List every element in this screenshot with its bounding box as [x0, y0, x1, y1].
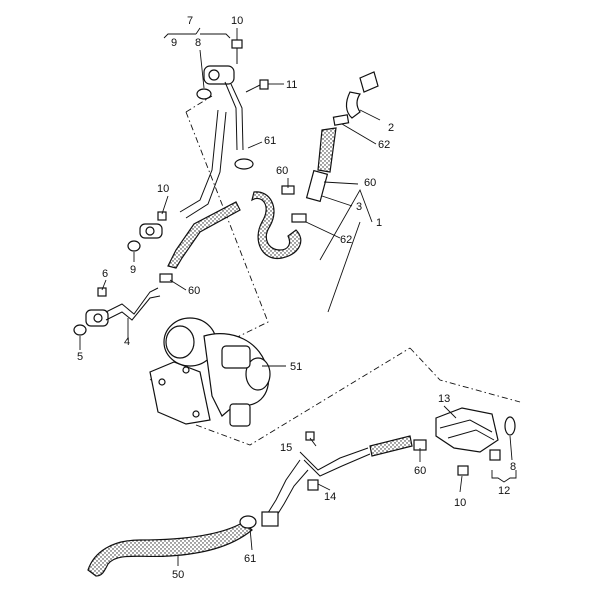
- hose-loop: [251, 191, 302, 260]
- callout-62-upper: 62: [378, 139, 390, 151]
- coolant-hose-assembly: [251, 71, 379, 260]
- oil-return-pipe: [73, 287, 161, 336]
- callout-51: 51: [290, 361, 302, 373]
- banjo-bore: [208, 69, 220, 81]
- callout-60-left: 60: [188, 285, 200, 297]
- banjo-12: [489, 449, 501, 461]
- clamp-62-upper: [332, 114, 350, 126]
- callout-62-lower: 62: [340, 234, 352, 246]
- pipe-segment: [230, 83, 244, 151]
- hose-connector-2: [359, 71, 379, 93]
- clamp-60-left: [159, 273, 173, 283]
- bolt-head: [231, 39, 243, 49]
- bolt-head: [259, 79, 269, 90]
- callout-60-mid: 60: [276, 165, 288, 177]
- leader-lines: [79, 27, 517, 566]
- bolt-10-left: [157, 211, 167, 221]
- hose-section: [317, 127, 337, 173]
- bolt-10-top: [231, 39, 243, 64]
- hose-section: [167, 201, 241, 269]
- callout-61-bottom: 61: [244, 553, 256, 565]
- bracket-14: [307, 479, 319, 491]
- callout-12: 12: [498, 485, 510, 497]
- bolt-11: [245, 79, 269, 93]
- clamp-61-bottom: [239, 515, 257, 529]
- dashed-boundaries: [149, 95, 521, 446]
- callout-61-top: 61: [264, 135, 276, 147]
- callout-15: 15: [280, 442, 292, 454]
- callout-60-bottom: 60: [414, 465, 426, 477]
- callout-2: 2: [388, 122, 394, 134]
- elbow-2: [345, 91, 361, 119]
- turbo-flange: [149, 361, 211, 425]
- callout-50: 50: [172, 569, 184, 581]
- callout-8-top: 8: [195, 37, 201, 49]
- coolant-pipe-13: [413, 407, 516, 476]
- callout-11: 11: [286, 79, 297, 91]
- threaded-nipple: [229, 403, 251, 427]
- seal-ring-5: [73, 324, 87, 336]
- callout-4: 4: [124, 336, 130, 348]
- hose-section: [369, 435, 413, 457]
- callout-13: 13: [438, 393, 450, 405]
- callout-labels: 7 9 8 10 11 61 2 62 60 60 3 1 62 10 9 6 …: [77, 15, 516, 581]
- callout-10-top: 10: [231, 15, 243, 27]
- hose-adapter: [261, 511, 279, 527]
- bolt-6: [97, 287, 107, 297]
- callout-6: 6: [102, 268, 108, 280]
- pipe-segment: [224, 81, 238, 151]
- coolant-hose-50: [87, 515, 257, 577]
- coolant-pipe-14: [261, 431, 413, 527]
- clamp-61-top: [234, 158, 254, 170]
- callout-9-left: 9: [130, 264, 136, 276]
- t-connector-3: [305, 169, 329, 203]
- callout-5: 5: [77, 351, 83, 363]
- callout-60-right: 60: [364, 177, 376, 189]
- callout-9-top: 9: [171, 37, 177, 49]
- bolt-10-bottom: [457, 465, 469, 476]
- callout-3: 3: [356, 201, 362, 213]
- hose-50-body: [87, 521, 253, 577]
- callout-10-left: 10: [157, 183, 169, 195]
- seal-ring-8: [196, 88, 212, 100]
- callout-7: 7: [187, 15, 193, 27]
- actuator: [221, 345, 251, 369]
- callout-8-bottom: 8: [510, 461, 516, 473]
- seal-ring-8-bottom: [504, 416, 516, 436]
- bolt-15: [305, 431, 315, 441]
- callout-1: 1: [376, 217, 382, 229]
- callout-10-bottom: 10: [454, 497, 466, 509]
- hose-to-turbo: [127, 201, 241, 283]
- turbocharger: [149, 317, 271, 427]
- oil-feed-pipe-upper: [179, 65, 244, 219]
- heat-shield-13: [435, 407, 499, 453]
- callout-14: 14: [324, 491, 336, 503]
- clamp-62-lower: [291, 213, 307, 223]
- seal-ring-9: [127, 240, 141, 252]
